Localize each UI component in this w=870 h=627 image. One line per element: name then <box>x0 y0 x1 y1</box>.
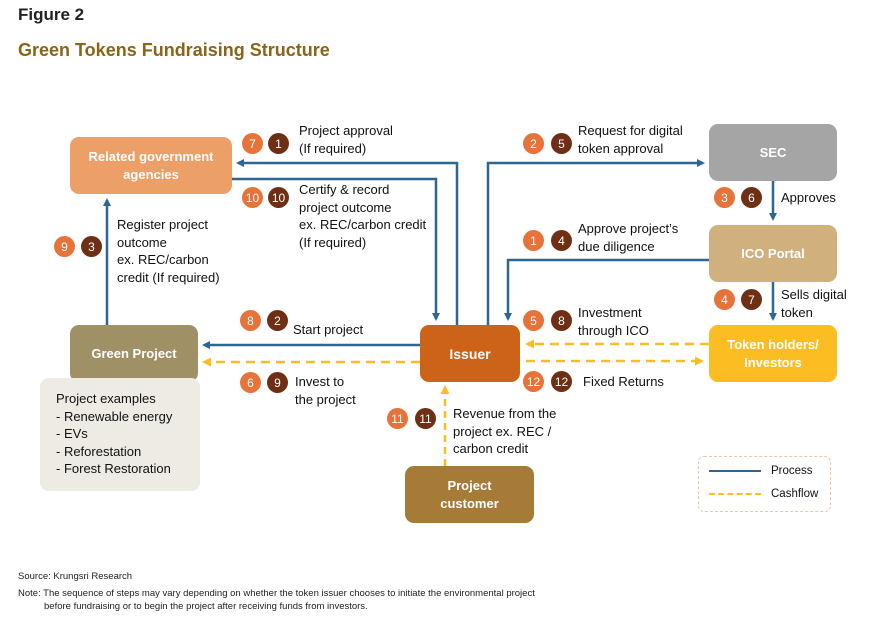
step-label-start-project: Start project <box>293 321 363 339</box>
step-badge-primary: 7 <box>242 133 263 154</box>
project-example-item: - Reforestation <box>56 443 142 459</box>
step-badge-secondary: 7 <box>741 289 762 310</box>
step-label-register-outcome: Register project outcome ex. REC/carbon … <box>117 216 220 286</box>
arrow-project-approval <box>236 159 459 325</box>
legend-item-process: Process <box>709 465 813 477</box>
step-label-certify-record: Certify & record project outcome ex. REC… <box>299 181 426 251</box>
step-badge-secondary: 8 <box>551 310 572 331</box>
project-examples-heading: Project examples <box>56 391 156 406</box>
step-badge-primary: 4 <box>714 289 735 310</box>
label-line: Register project <box>117 217 209 232</box>
label-line: Approve project’s <box>578 221 679 236</box>
figure-label: Figure 2 <box>18 5 85 24</box>
node-green-project: Green Project <box>70 325 198 382</box>
step-badge-secondary: 9 <box>267 372 288 393</box>
step-badge-secondary: 4 <box>551 230 572 251</box>
legend: Process Cashflow <box>698 456 831 512</box>
node-project-customer-label: Project customer <box>440 477 499 511</box>
step-label-invest-project: Invest to the project <box>295 373 356 408</box>
step-badge-primary: 3 <box>714 187 735 208</box>
step-badge-secondary: 5 <box>551 133 572 154</box>
step-badge-primary: 5 <box>523 310 544 331</box>
step-badge-primary: 12 <box>523 371 544 392</box>
node-issuer: Issuer <box>420 325 520 382</box>
label-line: the project <box>295 391 356 407</box>
label-line: through ICO <box>578 322 649 338</box>
label-line: carbon credit <box>453 441 529 456</box>
label-line: ex. REC/carbon credit <box>299 217 427 232</box>
label-line: outcome <box>117 234 167 250</box>
step-label-request-approval: Request for digital token approval <box>578 122 683 157</box>
node-sec: SEC <box>709 124 837 181</box>
label-line: Request for digital <box>578 123 683 138</box>
arrow-request-approval <box>486 159 705 325</box>
label-line: Project approval <box>299 123 393 138</box>
step-badge-secondary: 10 <box>268 187 289 208</box>
label-line: Revenue from the <box>453 406 557 421</box>
step-badge-primary: 10 <box>242 187 263 208</box>
project-example-item: - EVs <box>56 426 88 441</box>
legend-label-process: Process <box>771 465 813 477</box>
step-label-investment-ico: Investment through ICO <box>578 304 649 339</box>
label-line: (If required) <box>299 140 367 156</box>
step-badge-secondary: 3 <box>81 236 102 257</box>
step-badge-primary: 2 <box>523 133 544 154</box>
label-line: Start project <box>293 322 364 337</box>
label-line: ex. REC/carbon <box>117 252 209 267</box>
footnote-line: before fundraising or to begin the proje… <box>44 601 368 612</box>
node-government-agencies: Related government agencies <box>70 137 232 194</box>
label-line: (If required) <box>299 234 367 250</box>
label-line: Sells digital <box>781 287 847 302</box>
step-badge-secondary: 2 <box>267 310 288 331</box>
arrow-due-diligence <box>504 258 709 321</box>
step-label-fixed-returns: Fixed Returns <box>583 373 664 391</box>
step-badge-primary: 11 <box>387 408 408 429</box>
legend-swatch-cashflow <box>709 493 761 495</box>
footnote: Note: The sequence of steps may vary dep… <box>18 587 535 613</box>
label-line: token <box>781 304 813 320</box>
label-line: credit (If required) <box>117 269 220 285</box>
step-badge-primary: 8 <box>240 310 261 331</box>
step-badge-primary: 1 <box>523 230 544 251</box>
label-line: Fixed Returns <box>583 374 664 389</box>
project-example-item: - Renewable energy <box>56 408 173 424</box>
step-label-sells-token: Sells digital token <box>781 286 847 321</box>
arrow-certify-record <box>232 177 440 321</box>
step-label-project-approval: Project approval (If required) <box>299 122 393 157</box>
step-badge-secondary: 11 <box>415 408 436 429</box>
figure-title: Green Tokens Fundraising Structure <box>18 40 330 60</box>
step-label-approves: Approves <box>781 189 836 207</box>
source-note: Source: Krungsri Research <box>18 571 133 582</box>
footnote-line: Note: The sequence of steps may vary dep… <box>18 588 535 599</box>
legend-label-cashflow: Cashflow <box>771 488 819 500</box>
step-badge-primary: 9 <box>54 236 75 257</box>
label-line: token approval <box>578 140 664 156</box>
step-label-revenue: Revenue from the project ex. REC / carbo… <box>453 405 556 458</box>
step-badge-secondary: 1 <box>268 133 289 154</box>
project-example-item: - Forest Restoration <box>56 461 171 476</box>
step-badge-secondary: 12 <box>551 371 572 392</box>
label-line: Invest to <box>295 374 345 389</box>
legend-item-cashflow: Cashflow <box>709 488 818 500</box>
step-badge-primary: 6 <box>240 372 261 393</box>
node-project-customer: Project customer <box>405 466 534 523</box>
label-line: due diligence <box>578 238 655 254</box>
project-examples-box: Project examples - Renewable energy - EV… <box>40 378 200 491</box>
project-examples-list: Project examples - Renewable energy - EV… <box>56 390 172 478</box>
legend-swatch-process <box>709 470 761 472</box>
node-ico-portal: ICO Portal <box>709 225 837 282</box>
label-line: Approves <box>781 190 836 205</box>
label-line: Certify & record <box>299 182 390 197</box>
node-token-holders: Token holders/ Investors <box>709 325 837 382</box>
node-token-holders-label: Token holders/ Investors <box>727 336 819 370</box>
step-label-due-diligence: Approve project’s due diligence <box>578 220 678 255</box>
label-line: Investment <box>578 305 642 320</box>
label-line: project ex. REC / <box>453 423 552 439</box>
step-badge-secondary: 6 <box>741 187 762 208</box>
label-line: project outcome <box>299 199 392 215</box>
